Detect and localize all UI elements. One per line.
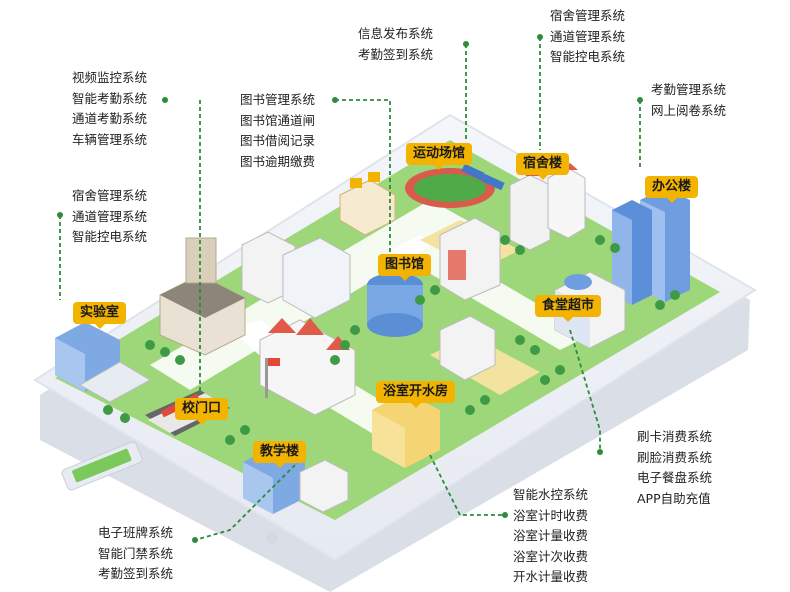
list-item: 考勤签到系统 (358, 46, 434, 62)
list-canteen: 刷卡消费系统 刷脸消费系统 电子餐盘系统 APP自助充值 (637, 427, 712, 509)
list-sports: 信息发布系统 考勤签到系统 (358, 24, 433, 65)
list-item: 智能考勤系统 (72, 90, 148, 106)
tag-teaching: 教学楼 (253, 441, 307, 468)
trees (103, 235, 680, 445)
connector-dots (57, 34, 643, 543)
list-library: 图书管理系统 图书馆通道闸 图书借阅记录 图书逾期缴费 (240, 90, 315, 172)
bath-building (372, 315, 496, 468)
list-office: 考勤管理系统 网上阅卷系统 (651, 80, 726, 121)
list-bath: 智能水控系统 浴室计时收费 浴室计量收费 浴室计次收费 开水计量收费 (513, 485, 588, 588)
list-item: 浴室计时收费 (513, 507, 589, 523)
lab-building (55, 322, 152, 403)
list-item: 智能控电系统 (550, 49, 626, 64)
tag-dorm: 宿舍楼 (516, 153, 570, 180)
list-item: 车辆管理系统 (72, 131, 148, 147)
tag-bath: 浴室开水房 (376, 381, 456, 408)
misc-buildings (241, 172, 396, 319)
list-item: 通道考勤系统 (72, 111, 148, 126)
teaching-building (243, 446, 349, 514)
office-building (612, 188, 690, 305)
list-dorm: 宿舍管理系统 通道管理系统 智能控电系统 (550, 6, 625, 68)
list-item: 图书管理系统 (240, 92, 316, 107)
list-item: 刷卡消费系统 (637, 429, 713, 444)
list-item: 通道管理系统 (550, 28, 626, 44)
tag-gate: 校门口 (175, 398, 229, 425)
connector-bath (429, 454, 505, 516)
list-lab: 宿舍管理系统 通道管理系统 智能控电系统 (72, 186, 147, 248)
list-item: 浴室计量收费 (513, 528, 589, 543)
list-item: 信息发布系统 (358, 26, 434, 41)
tag-sports: 运动场馆 (406, 143, 473, 170)
tag-office: 办公楼 (645, 176, 699, 203)
list-item: 刷脸消费系统 (637, 449, 713, 465)
old-building (159, 237, 246, 356)
list-item: 智能控电系统 (72, 229, 148, 244)
connectors (59, 37, 641, 541)
library-building (367, 217, 501, 337)
list-item: 图书借阅记录 (240, 133, 316, 148)
list-item: 网上阅卷系统 (651, 102, 727, 118)
list-item: APP自助充值 (637, 490, 711, 506)
list-item: 浴室计次收费 (513, 548, 589, 564)
tag-lab: 实验室 (73, 302, 127, 329)
list-item: 宿舍管理系统 (550, 8, 626, 23)
list-item: 智能门禁系统 (98, 545, 174, 561)
list-item: 视频监控系统 (72, 70, 148, 85)
list-item: 考勤管理系统 (651, 82, 727, 97)
tag-library: 图书馆 (378, 254, 432, 281)
list-item: 通道管理系统 (72, 208, 148, 224)
list-item: 图书逾期缴费 (240, 153, 316, 169)
list-item: 电子班牌系统 (98, 525, 174, 540)
tag-canteen: 食堂超市 (535, 295, 602, 322)
list-item: 智能水控系统 (513, 487, 589, 502)
list-item: 宿舍管理系统 (72, 188, 148, 203)
list-item: 开水计量收费 (513, 569, 589, 584)
admin-building (259, 318, 356, 416)
connector-teaching (194, 459, 301, 541)
list-teaching: 电子班牌系统 智能门禁系统 考勤签到系统 (98, 523, 173, 585)
list-item: 考勤签到系统 (98, 566, 174, 581)
list-item: 图书馆通道闸 (240, 112, 316, 128)
sports-field (405, 163, 505, 208)
list-item: 电子餐盘系统 (637, 470, 713, 485)
list-gate: 视频监控系统 智能考勤系统 通道考勤系统 车辆管理系统 (72, 68, 147, 150)
